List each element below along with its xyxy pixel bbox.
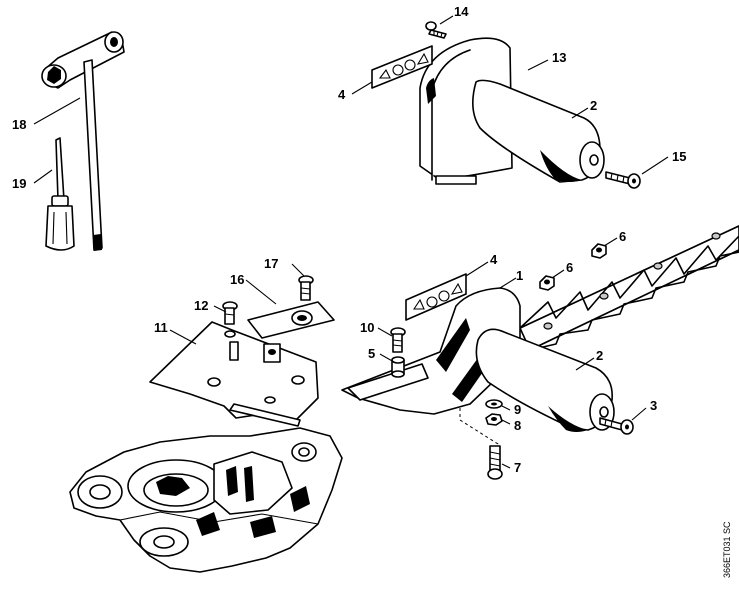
cutter-blade: [519, 225, 739, 351]
gear-housing: [69, 427, 343, 573]
callout-12: 12: [194, 298, 208, 313]
nut-8: [485, 413, 503, 426]
callout-16: 16: [230, 272, 244, 287]
screw-15: [605, 171, 641, 189]
leader-lines: [33, 15, 669, 469]
screw-17: [298, 275, 314, 301]
screw-10: [390, 327, 406, 353]
callout-3: 3: [650, 398, 657, 413]
callout-13: 13: [552, 50, 566, 65]
callout-11: 11: [154, 320, 168, 335]
callout-5: 5: [368, 346, 375, 361]
plate-16: [247, 301, 335, 339]
warning-label-middle: [405, 273, 467, 321]
callout-2-bottom: 2: [596, 348, 603, 363]
callout-labels: 18 19 14 4 13 2 15 6 6 17 16 12 11 4 1 1…: [12, 4, 686, 475]
guard-with-handle-top: [419, 37, 605, 185]
screwdriver: [45, 137, 75, 251]
callout-15: 15: [672, 149, 686, 164]
callout-18: 18: [12, 117, 26, 132]
callout-10: 10: [360, 320, 374, 335]
callout-6-left: 6: [566, 260, 573, 275]
callout-14: 14: [454, 4, 469, 19]
bolt-7: [487, 445, 503, 480]
drawing-reference-code: 366ET031 SC: [722, 521, 732, 578]
callout-6-right: 6: [619, 229, 626, 244]
callout-1: 1: [516, 268, 523, 283]
callout-19: 19: [12, 176, 26, 191]
bracket-with-handle-bottom: [341, 287, 615, 456]
nut-6-right: [591, 243, 607, 259]
sleeve-5: [391, 356, 405, 378]
screw-12: [222, 301, 238, 325]
callout-17: 17: [264, 256, 278, 271]
screw-3: [599, 417, 634, 435]
callout-2-top: 2: [590, 98, 597, 113]
callout-8: 8: [514, 418, 521, 433]
callout-4-mid: 4: [490, 252, 498, 267]
callout-7: 7: [514, 460, 521, 475]
callout-4-top: 4: [338, 87, 346, 102]
plate-11: [149, 321, 319, 427]
washer-9: [485, 399, 503, 409]
combination-wrench: [41, 31, 125, 251]
callout-9: 9: [514, 402, 521, 417]
screw-14: [425, 21, 447, 39]
nut-6-left: [539, 275, 555, 291]
